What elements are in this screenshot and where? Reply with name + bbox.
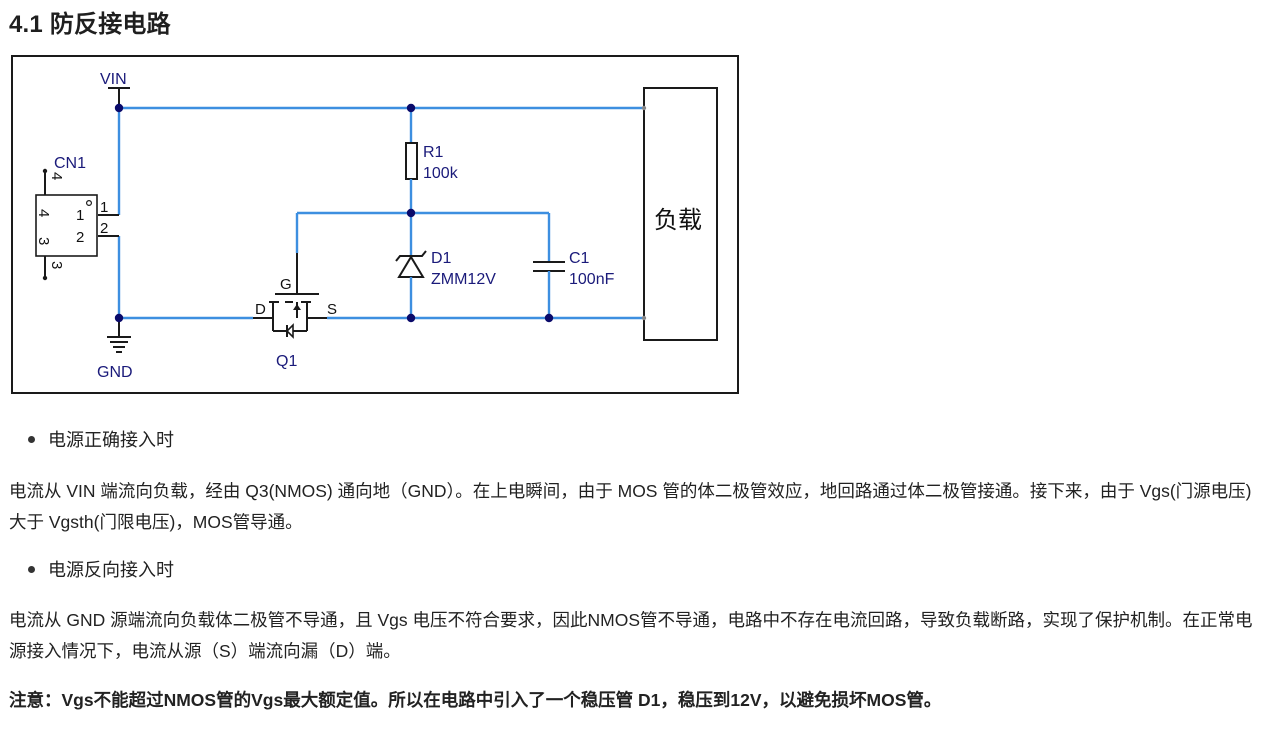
q1-gate-label: G: [280, 276, 292, 293]
section-title: 4.1 防反接电路: [9, 11, 171, 38]
load-pin-bottom: [641, 315, 647, 321]
c1-value: 100nF: [569, 271, 615, 288]
junction-r1-top: [406, 103, 416, 113]
r1-resistor: [405, 142, 418, 180]
cn1-pin3-inner: 3: [35, 237, 52, 245]
q1-body-arrow: [293, 304, 301, 310]
bullet-correct: 电源正确接入时: [28, 428, 174, 452]
diagram-frame: [11, 55, 739, 394]
junction-d1-bottom: [406, 313, 416, 323]
paragraph-reverse: 电流从 GND 源端流向负载体二极管不导通，且 Vgs 电压不符合要求，因此NM…: [9, 610, 1253, 661]
r1-ref: R1: [423, 144, 444, 161]
paragraph-correct: 电流从 VIN 端流向负载，经由 Q3(NMOS) 通向地（GND）。在上电瞬间…: [9, 481, 1252, 532]
load-box: [643, 87, 718, 341]
bullet-reverse-text: 电源反向接入时: [48, 560, 174, 580]
junction-gnd: [114, 313, 124, 323]
bullet-correct-text: 电源正确接入时: [48, 430, 174, 450]
load-pin-top: [641, 105, 647, 111]
r1-value: 100k: [423, 165, 459, 182]
junction-vin: [114, 103, 124, 113]
q1-drain-label: D: [255, 301, 266, 318]
bullet-dot: [28, 566, 35, 574]
cn1-ref: CN1: [54, 155, 86, 172]
d1-value: ZMM12V: [431, 271, 496, 288]
d1-ref: D1: [431, 250, 452, 267]
junction-gate-node: [406, 208, 416, 218]
note-text: 注意：Vgs不能超过NMOS管的Vgs最大额定值。所以在电路中引入了一个稳压管 …: [9, 690, 942, 710]
cn1-pin4-outer: 4: [48, 172, 65, 180]
cn1-connector: [35, 168, 98, 281]
cn1-pin2-outer: 2: [100, 220, 108, 237]
vin-label: VIN: [100, 71, 127, 88]
cn1-body: [35, 194, 98, 257]
cn1-pin1-inner: 1: [76, 207, 84, 224]
cn1-pin4-end: [42, 168, 48, 174]
q1-mosfet: [253, 253, 327, 339]
gnd-label: GND: [97, 364, 133, 381]
q1-ref: Q1: [276, 353, 297, 370]
circuit-svg: VIN R1 100k D1 ZMM12V C1: [11, 55, 739, 394]
bullet-reverse: 电源反向接入时: [28, 558, 174, 582]
c1-ref: C1: [569, 250, 590, 267]
q1-source-label: S: [327, 301, 337, 318]
bullet-dot: [28, 436, 35, 444]
circuit-diagram: VIN R1 100k D1 ZMM12V C1: [11, 55, 740, 395]
junction-c1-bottom: [544, 313, 554, 323]
cn1-pin1-outer: 1: [100, 199, 108, 216]
cn1-pin3-end: [42, 275, 48, 281]
load-label: 负载: [654, 207, 702, 234]
d1-zener-bar: [395, 250, 427, 262]
cn1-pin2-inner: 2: [76, 229, 84, 246]
q1-body-diode: [285, 323, 294, 339]
cn1-pin4-inner: 4: [35, 209, 52, 217]
cn1-pin3-outer: 3: [48, 261, 65, 269]
cn1-pin1-dot: [85, 200, 92, 207]
